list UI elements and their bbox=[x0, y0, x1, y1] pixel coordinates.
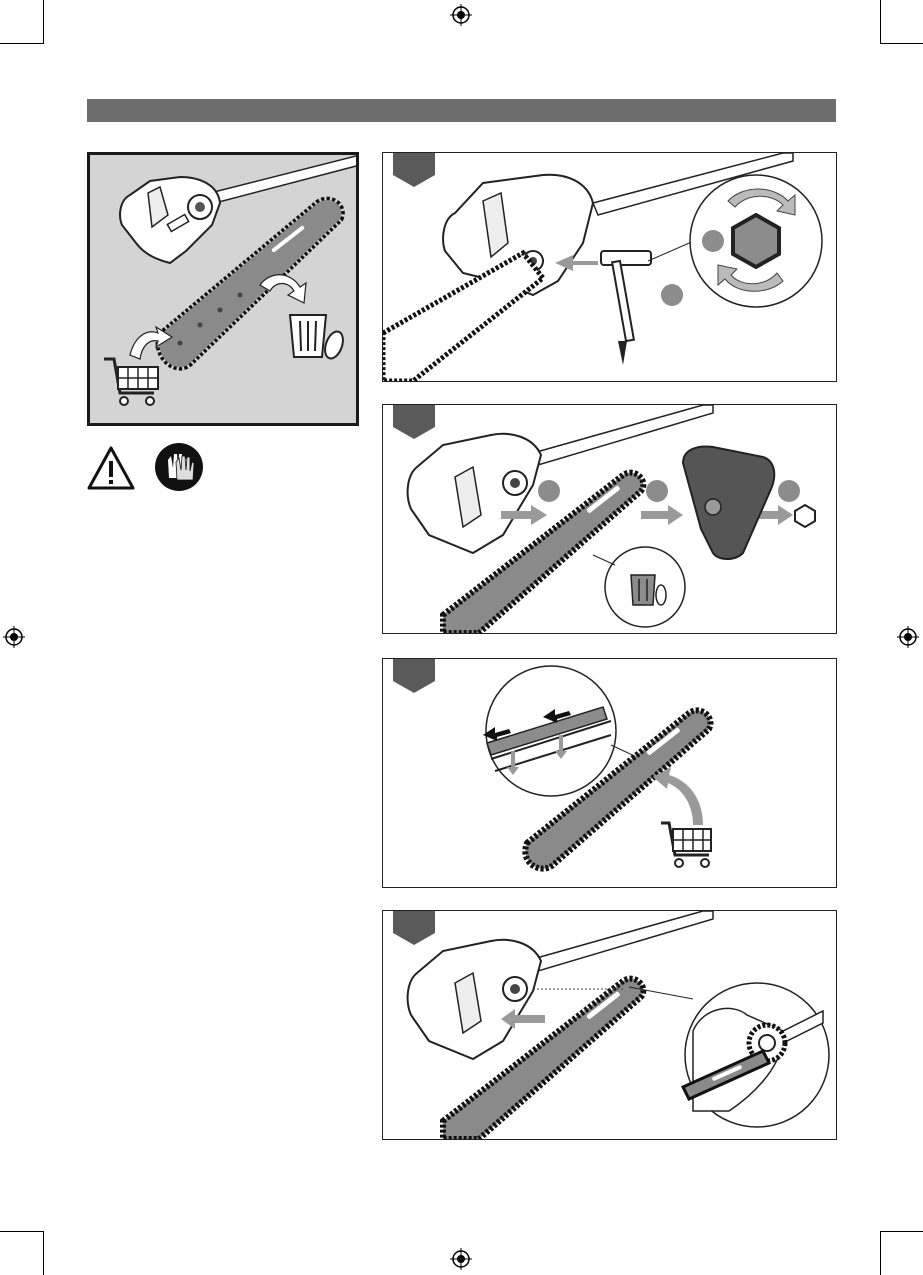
overview-panel bbox=[87, 152, 359, 426]
chainsaw-head-icon bbox=[408, 940, 541, 1059]
registration-mark-icon bbox=[450, 4, 472, 26]
step-4-panel bbox=[382, 910, 837, 1140]
warning-triangle-icon bbox=[86, 445, 136, 491]
step-badge bbox=[646, 480, 668, 502]
shopping-cart-icon bbox=[661, 823, 711, 867]
trash-bin-icon bbox=[290, 315, 346, 361]
arrow-icon bbox=[641, 505, 683, 525]
crop-mark bbox=[880, 1231, 923, 1232]
step-badge bbox=[393, 911, 435, 945]
callout-line bbox=[593, 555, 615, 565]
step-badge bbox=[661, 284, 683, 306]
chainsaw-head-icon bbox=[120, 177, 220, 263]
chainsaw-head-icon bbox=[408, 434, 541, 553]
arrow-icon bbox=[653, 767, 703, 825]
chain-cover-icon bbox=[683, 447, 774, 559]
section-header-bar bbox=[87, 99, 836, 122]
pole-icon bbox=[533, 911, 713, 971]
step-badge bbox=[778, 480, 800, 502]
hex-nut-icon bbox=[733, 215, 779, 267]
arrow-icon bbox=[260, 275, 306, 303]
gloves-icon bbox=[154, 442, 204, 492]
step-2-panel bbox=[382, 404, 837, 634]
step-3-panel bbox=[382, 658, 837, 888]
crop-mark bbox=[0, 43, 44, 44]
registration-mark-icon bbox=[3, 626, 25, 648]
step-badge bbox=[702, 230, 724, 252]
crop-mark bbox=[0, 1231, 44, 1232]
crop-mark bbox=[43, 0, 44, 44]
step-1-panel bbox=[382, 152, 837, 382]
registration-mark-icon bbox=[450, 1248, 472, 1270]
registration-mark-icon bbox=[897, 626, 919, 648]
step-badge bbox=[538, 480, 560, 502]
crop-mark bbox=[43, 1232, 44, 1275]
hex-nut-icon bbox=[795, 505, 815, 527]
crop-mark bbox=[880, 0, 881, 44]
crop-mark bbox=[880, 1232, 881, 1275]
socket-wrench-icon bbox=[601, 251, 651, 365]
pole-icon bbox=[210, 155, 359, 203]
shopping-cart-icon bbox=[104, 359, 158, 405]
step-badge bbox=[393, 659, 435, 693]
step-badge bbox=[393, 153, 435, 187]
step-badge bbox=[393, 405, 435, 439]
crop-mark bbox=[880, 43, 923, 44]
